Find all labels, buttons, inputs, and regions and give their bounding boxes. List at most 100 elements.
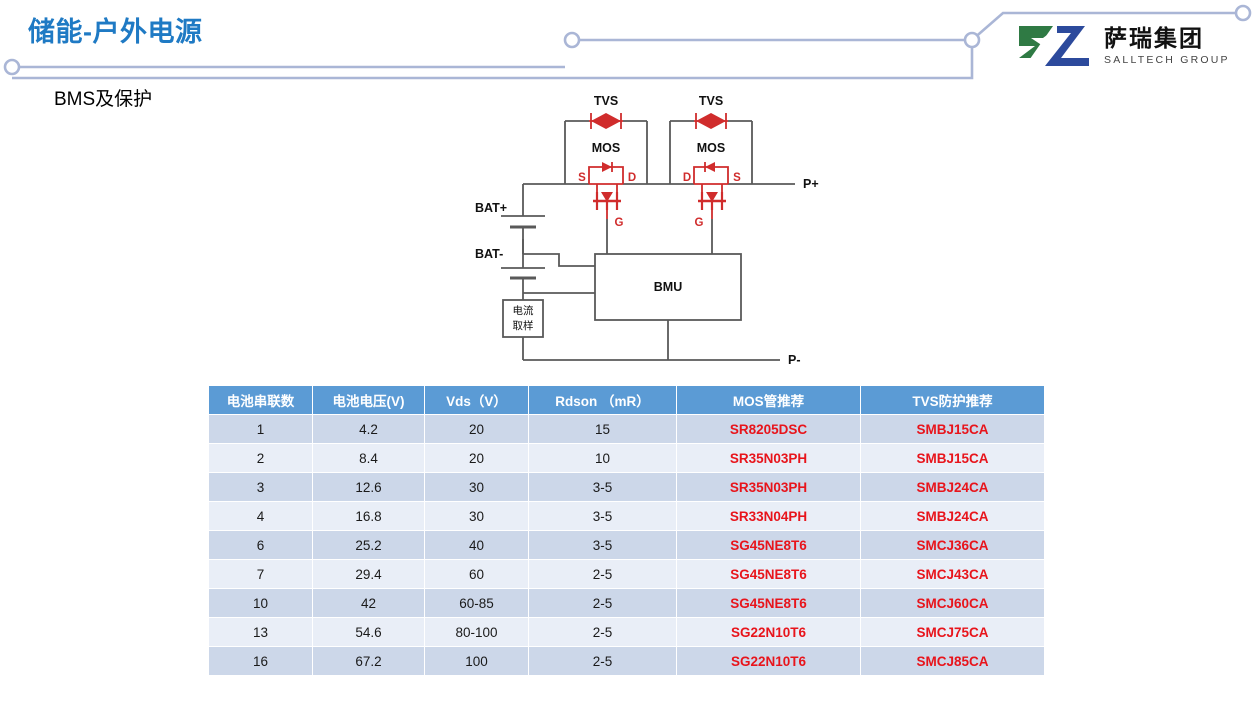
- label-mos-right-source: S: [733, 172, 741, 184]
- label-tvs-right: TVS: [699, 94, 723, 108]
- cell-tvs-part: SMCJ43CA: [860, 559, 1045, 589]
- label-mos-left-source: S: [578, 172, 586, 184]
- mosfet-left-symbol: [588, 162, 624, 219]
- cell-rdson: 3-5: [528, 501, 677, 531]
- cell-pack-voltage: 54.6: [312, 617, 425, 647]
- col-header-vds: Vds（V）: [424, 385, 529, 415]
- cell-mos-part: SR33N04PH: [676, 501, 861, 531]
- cell-vds: 30: [424, 472, 529, 502]
- label-bat-positive: BAT+: [475, 201, 507, 215]
- tvs-right-symbol: [694, 113, 728, 129]
- cell-vds: 30: [424, 501, 529, 531]
- label-bmu: BMU: [654, 280, 682, 294]
- cell-series-count: 10: [208, 588, 313, 618]
- col-header-tvs-recommend: TVS防护推荐: [860, 385, 1045, 415]
- cell-mos-part: SR35N03PH: [676, 443, 861, 473]
- cell-series-count: 13: [208, 617, 313, 647]
- cell-vds: 80-100: [424, 617, 529, 647]
- cell-mos-part: SG45NE8T6: [676, 530, 861, 560]
- cell-tvs-part: SMCJ36CA: [860, 530, 1045, 560]
- col-header-pack-voltage: 电池电压(V): [312, 385, 425, 415]
- cell-vds: 20: [424, 443, 529, 473]
- col-header-series-count: 电池串联数: [208, 385, 313, 415]
- cell-series-count: 7: [208, 559, 313, 589]
- cell-tvs-part: SMBJ15CA: [860, 443, 1045, 473]
- cell-series-count: 2: [208, 443, 313, 473]
- cell-rdson: 2-5: [528, 617, 677, 647]
- cell-tvs-part: SMBJ24CA: [860, 501, 1045, 531]
- label-mos-left-drain: D: [628, 172, 636, 184]
- cell-series-count: 3: [208, 472, 313, 502]
- cell-rdson: 3-5: [528, 472, 677, 502]
- label-mos-right-gate: G: [695, 217, 704, 229]
- label-p-negative: P-: [788, 353, 801, 367]
- cell-rdson: 3-5: [528, 530, 677, 560]
- cell-pack-voltage: 12.6: [312, 472, 425, 502]
- salltech-logo-icon: [1013, 20, 1095, 72]
- label-mos-left: MOS: [592, 141, 620, 155]
- cell-pack-voltage: 67.2: [312, 646, 425, 676]
- deco-dot-left: [3, 58, 21, 76]
- cell-pack-voltage: 8.4: [312, 443, 425, 473]
- cell-pack-voltage: 29.4: [312, 559, 425, 589]
- cell-pack-voltage: 16.8: [312, 501, 425, 531]
- cell-mos-part: SR35N03PH: [676, 472, 861, 502]
- cell-vds: 100: [424, 646, 529, 676]
- cell-mos-part: SG45NE8T6: [676, 588, 861, 618]
- cell-rdson: 2-5: [528, 559, 677, 589]
- deco-dot-right: [1234, 4, 1252, 22]
- logo-name-en: SALLTECH GROUP: [1104, 53, 1230, 66]
- mos-tvs-spec-table: 电池串联数 电池电压(V) Vds（V） Rdson （mR） MOS管推荐 T…: [208, 385, 1045, 676]
- cell-series-count: 6: [208, 530, 313, 560]
- label-mos-right-drain: D: [683, 172, 691, 184]
- cell-rdson: 2-5: [528, 646, 677, 676]
- tvs-left-symbol: [589, 113, 623, 129]
- wire-bat-neg-tap: [523, 253, 595, 267]
- cell-rdson: 10: [528, 443, 677, 473]
- cell-rdson: 2-5: [528, 588, 677, 618]
- cell-tvs-part: SMCJ75CA: [860, 617, 1045, 647]
- col-header-mos-recommend: MOS管推荐: [676, 385, 861, 415]
- cell-series-count: 16: [208, 646, 313, 676]
- bms-circuit-diagram: TVS TVS MOS MOS S D G D S G BAT+ BAT- BM…: [455, 88, 855, 373]
- cell-mos-part: SR8205DSC: [676, 414, 861, 444]
- cell-mos-part: SG22N10T6: [676, 646, 861, 676]
- label-p-positive: P+: [803, 177, 819, 191]
- deco-dot-mid-right: [963, 31, 981, 49]
- cell-mos-part: SG45NE8T6: [676, 559, 861, 589]
- label-tvs-left: TVS: [594, 94, 618, 108]
- cell-mos-part: SG22N10T6: [676, 617, 861, 647]
- brand-logo: 萨瑞集团 SALLTECH GROUP: [1013, 20, 1230, 72]
- cell-series-count: 4: [208, 501, 313, 531]
- deco-dot-mid-left: [563, 31, 581, 49]
- cell-tvs-part: SMBJ15CA: [860, 414, 1045, 444]
- bmu-box: [594, 253, 742, 321]
- wire-tvs-left-loop: [564, 121, 648, 184]
- cell-tvs-part: SMCJ85CA: [860, 646, 1045, 676]
- logo-name-cn: 萨瑞集团: [1104, 24, 1204, 51]
- label-mos-right: MOS: [697, 141, 725, 155]
- cell-vds: 40: [424, 530, 529, 560]
- label-bat-negative: BAT-: [475, 247, 503, 261]
- col-header-rdson: Rdson （mR）: [528, 385, 677, 415]
- table-header-row: 电池串联数 电池电压(V) Vds（V） Rdson （mR） MOS管推荐 T…: [208, 385, 1045, 415]
- label-mos-left-gate: G: [615, 217, 624, 229]
- label-shunt-line2: 取样: [513, 319, 534, 332]
- cell-series-count: 1: [208, 414, 313, 444]
- cell-vds: 60: [424, 559, 529, 589]
- current-shunt-box: [502, 299, 544, 338]
- mosfet-right-symbol: [693, 162, 729, 219]
- section-subtitle: BMS及保护: [54, 89, 153, 110]
- cell-vds: 20: [424, 414, 529, 444]
- cell-tvs-part: SMCJ60CA: [860, 588, 1045, 618]
- cell-pack-voltage: 25.2: [312, 530, 425, 560]
- cell-pack-voltage: 4.2: [312, 414, 425, 444]
